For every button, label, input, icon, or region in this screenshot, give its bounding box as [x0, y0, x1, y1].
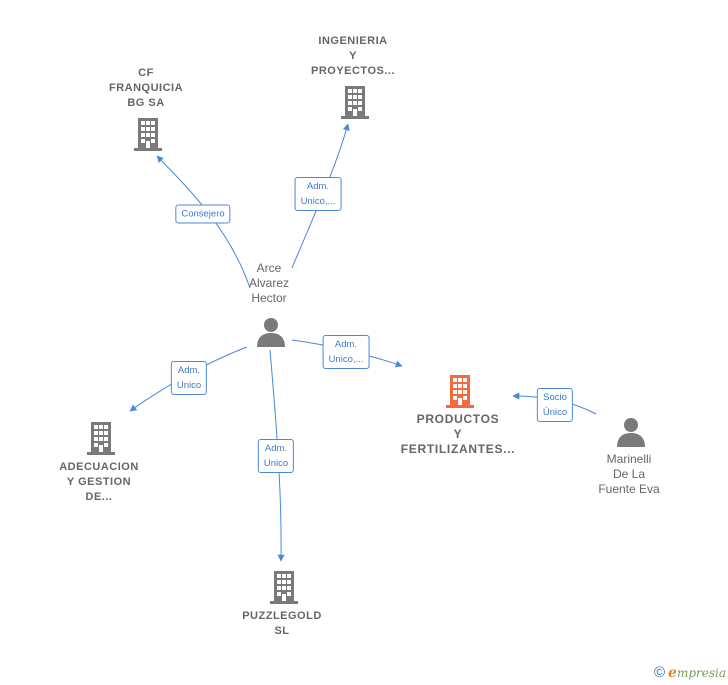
- brand-watermark: © empresia: [654, 664, 726, 681]
- node-label-line: PROYECTOS...: [310, 65, 396, 77]
- node-label-line: SL: [274, 625, 290, 637]
- edge-label-adm-adecuacion[interactable]: Adm. Unico: [170, 361, 208, 395]
- person-icon[interactable]: [256, 317, 286, 347]
- building-icon[interactable]: [341, 85, 369, 119]
- edge-label-line: Unico,...: [300, 196, 336, 207]
- node-label-line: DE...: [85, 491, 113, 503]
- node-label-line: PRODUCTOS: [416, 412, 500, 426]
- edge-label-line: Adm.: [306, 181, 330, 192]
- node-label-line: Alvarez: [248, 276, 290, 290]
- company-node-adecuacion[interactable]: ADECUACION Y GESTION DE...: [59, 460, 139, 505]
- node-label-line: BG SA: [127, 97, 165, 109]
- node-label-line: De La: [612, 467, 646, 481]
- edge-label-adm-ingenieria[interactable]: Adm. Unico,...: [294, 177, 342, 211]
- node-label-line: FRANQUICIA: [108, 82, 184, 94]
- edge-label-line: Único: [542, 407, 568, 418]
- company-node-productos[interactable]: PRODUCTOS Y FERTILIZANTES...: [401, 412, 516, 457]
- company-node-ingenieria[interactable]: INGENIERIA Y PROYECTOS...: [311, 34, 395, 79]
- person-node-arce[interactable]: Arce Alvarez Hector: [249, 261, 289, 306]
- company-node-puzzlegold[interactable]: PUZZLEGOLD SL: [242, 609, 322, 639]
- edge-label-line: Adm.: [334, 339, 358, 350]
- focus-building-icon[interactable]: [446, 374, 474, 408]
- node-label-line: ADECUACION: [59, 461, 139, 473]
- node-label-line: CF: [138, 67, 154, 79]
- edge-label-line: Adm.: [177, 365, 201, 376]
- node-label-line: Y: [349, 50, 357, 62]
- edge-label-line: Consejero: [181, 208, 225, 220]
- edge-label-adm-puzzlegold[interactable]: Adm. Unico: [257, 439, 295, 473]
- copyright-icon: ©: [653, 664, 666, 681]
- node-label-line: PUZZLEGOLD: [242, 610, 322, 622]
- person-icon[interactable]: [616, 417, 646, 447]
- edge-label-consejero[interactable]: Consejero: [175, 204, 231, 224]
- company-node-cf-franquicia[interactable]: CF FRANQUICIA BG SA: [109, 66, 183, 111]
- building-icon[interactable]: [134, 117, 162, 151]
- node-label-line: Y GESTION: [66, 476, 132, 488]
- node-label-line: Hector: [251, 291, 287, 305]
- node-label-line: FERTILIZANTES...: [400, 442, 516, 456]
- edge-label-line: Unico: [176, 380, 202, 391]
- edge-label-line: Adm.: [264, 443, 288, 454]
- brand-logo: empresia: [668, 664, 726, 681]
- edge-label-line: Unico: [263, 458, 289, 469]
- node-label-line: Marinelli: [606, 452, 652, 466]
- node-label-line: Arce: [256, 261, 282, 275]
- node-label-line: INGENIERIA: [318, 35, 388, 47]
- building-icon[interactable]: [87, 421, 115, 455]
- edge-label-socio-unico[interactable]: Socio Único: [536, 388, 574, 422]
- edge-label-adm-productos[interactable]: Adm. Unico,...: [322, 335, 370, 369]
- edge-label-line: Socio: [543, 392, 567, 403]
- node-label-line: Y: [453, 427, 463, 441]
- building-icon[interactable]: [270, 570, 298, 604]
- node-label-line: Fuente Eva: [598, 482, 660, 496]
- edge-label-line: Unico,...: [328, 354, 364, 365]
- person-node-marinelli[interactable]: Marinelli De La Fuente Eva: [598, 452, 659, 497]
